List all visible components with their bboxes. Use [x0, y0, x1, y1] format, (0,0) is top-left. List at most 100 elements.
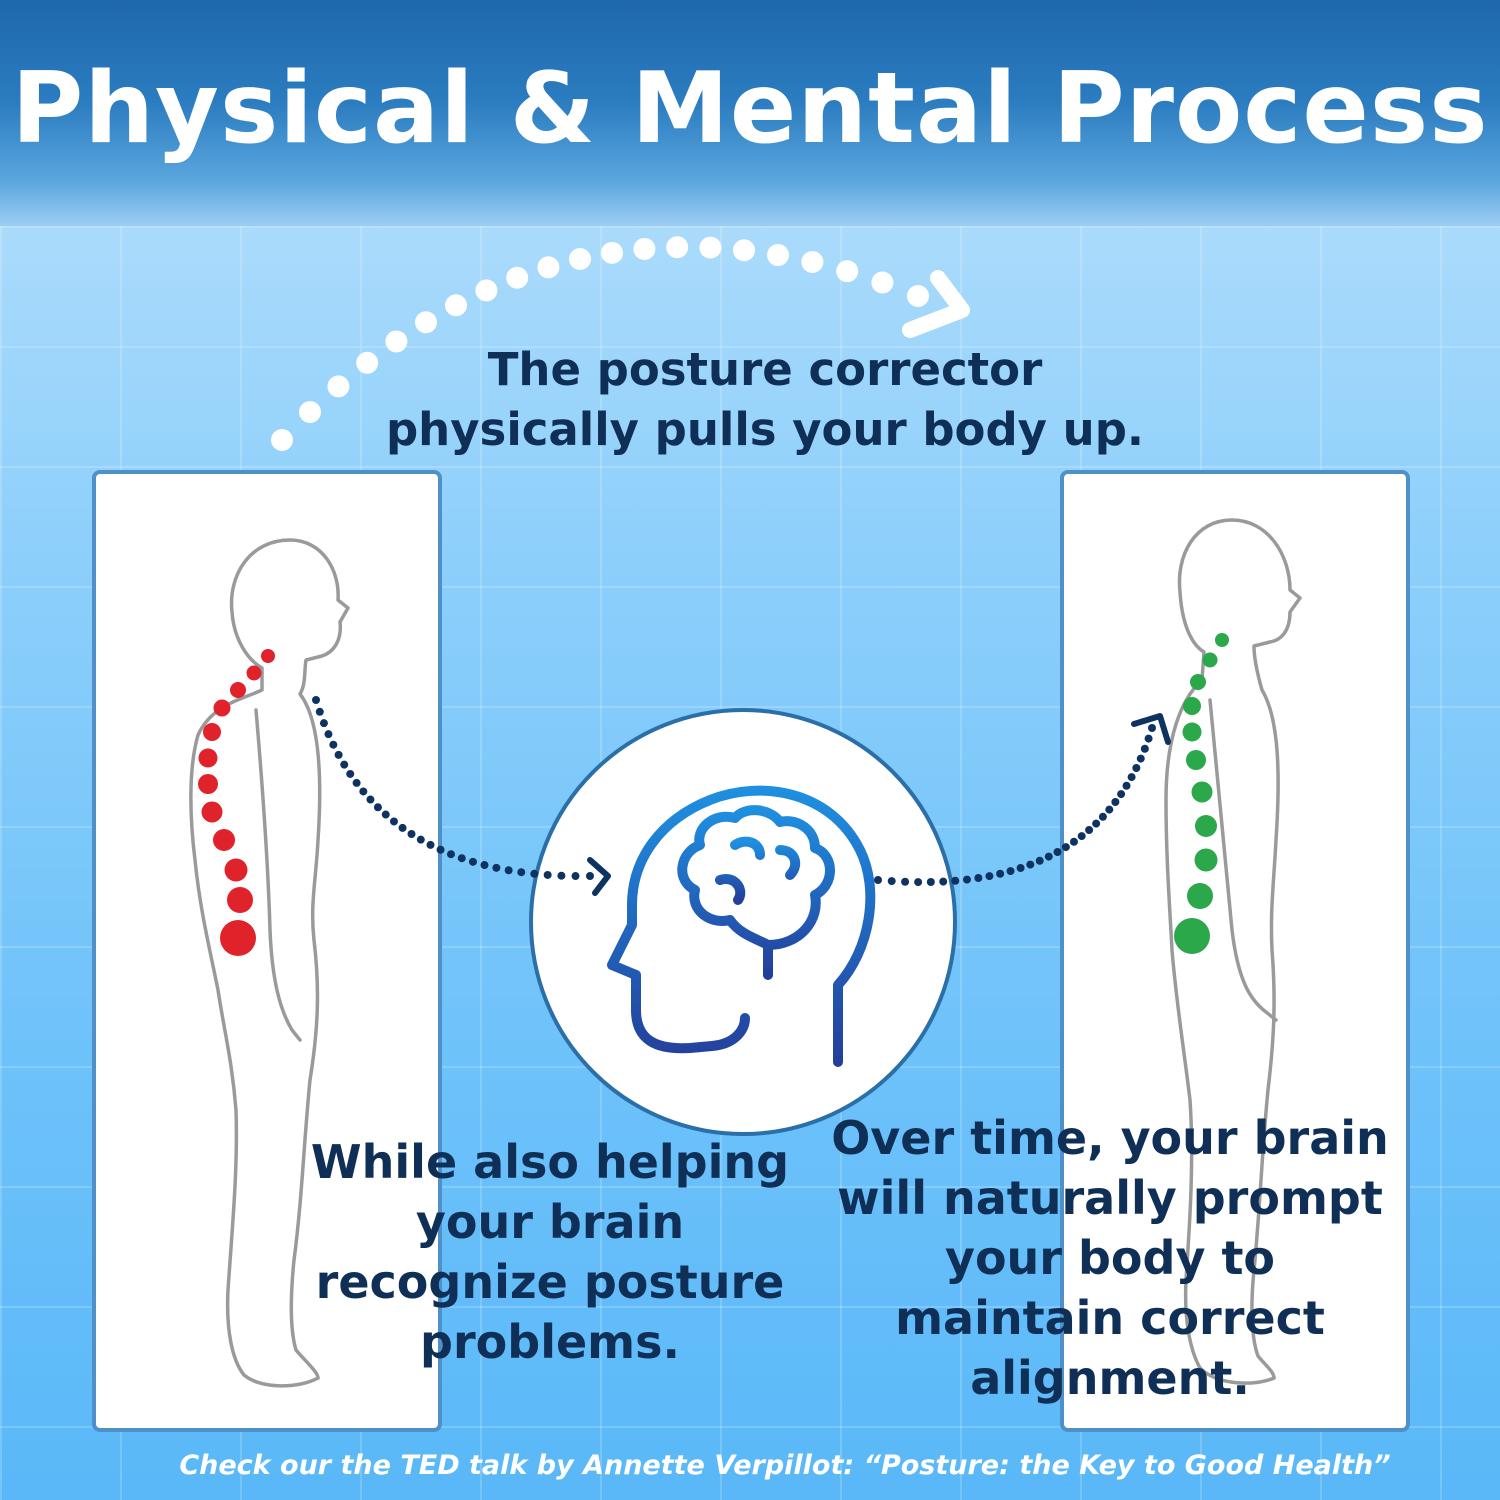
left-arrow-dot — [352, 778, 361, 787]
upright-front-outline — [1230, 518, 1302, 1380]
left-arrow-dot — [468, 857, 477, 866]
left-arrow-dot — [315, 707, 324, 716]
bad-spine-dot — [246, 665, 262, 681]
right-arrow-dot — [1127, 773, 1136, 782]
page-title: Physical & Mental Process — [11, 52, 1489, 166]
step-recognize-text: While also helping your brain recognize … — [310, 1135, 790, 1369]
right-arrow-dot — [1069, 837, 1078, 846]
right-arrow-dot — [914, 878, 923, 887]
top-arc-dot — [385, 330, 408, 353]
right-arrow-dot — [985, 872, 994, 881]
left-arrowhead-icon — [587, 857, 611, 896]
slouched-figure — [189, 538, 350, 1388]
top-arc-dot — [699, 236, 722, 259]
left-arrow-dot — [446, 850, 455, 859]
head-outline — [607, 785, 876, 1067]
top-arc-dot — [767, 244, 789, 267]
good-spine-dot — [1195, 815, 1217, 837]
good-spine-dots — [1174, 633, 1229, 954]
top-arc-dot — [327, 375, 350, 398]
top-arc-dot — [475, 279, 498, 302]
right-arrow-dot — [1140, 744, 1149, 753]
top-arc-dot — [506, 266, 529, 289]
top-arc-arrowhead-icon — [902, 270, 970, 338]
right-arrow-dot — [1077, 832, 1086, 841]
good-spine-dot — [1215, 633, 1229, 647]
bad-spine-dot — [201, 801, 223, 823]
left-arrow-dot — [329, 740, 338, 749]
left-arrow-dot — [398, 823, 407, 832]
slouched-back-outline — [189, 538, 320, 1388]
top-arc-dot — [415, 311, 437, 334]
good-spine-dot — [1174, 918, 1210, 954]
good-spine-dot — [1190, 674, 1206, 690]
good-spine-dot — [1202, 652, 1218, 668]
bad-spine-dot — [213, 829, 235, 851]
good-spine-dot — [1182, 722, 1202, 742]
left-arrow-dot — [416, 835, 425, 844]
left-arrow-dot — [543, 870, 552, 879]
right-arrow-dot — [1092, 819, 1101, 828]
right-arrow-dot — [901, 877, 910, 886]
left-arrow-dot — [381, 810, 390, 819]
bad-spine-dot — [224, 858, 248, 882]
left-arrow-dot — [346, 769, 355, 778]
top-arc-dot — [601, 241, 623, 264]
bad-spine-dots — [198, 649, 275, 956]
right-arrow-dot — [926, 878, 935, 886]
brain-folds — [715, 836, 801, 905]
top-arc-dot — [836, 260, 859, 283]
right-arrow-dot — [974, 874, 983, 882]
right-arrowhead-icon — [1131, 713, 1171, 745]
left-arrow-dot — [389, 817, 398, 826]
bad-spine-dot — [213, 699, 231, 717]
left-arrow-dot — [340, 760, 349, 769]
right-arrow-dot — [1122, 781, 1131, 790]
right-arrow-dot — [1136, 754, 1145, 763]
right-arrow-dot — [962, 875, 971, 884]
bad-posture-panel — [92, 470, 442, 1432]
right-arrow-dot — [1105, 805, 1114, 814]
right-arrow-dot — [1035, 856, 1044, 865]
top-arc-dot — [445, 294, 467, 317]
step-maintain-text: Over time, your brain will naturally pro… — [831, 1111, 1389, 1405]
upright-figure — [1164, 518, 1302, 1385]
left-arrow-dot — [407, 830, 416, 838]
right-arrow-dot — [996, 869, 1005, 878]
right-arrow-dot — [1026, 860, 1035, 869]
left-arrow-dot — [334, 750, 343, 759]
bad-spine-dot — [220, 920, 256, 956]
left-arrow-dot — [324, 730, 333, 739]
slouched-front-outline — [288, 538, 350, 1380]
left-arrow-dot — [373, 803, 382, 812]
left-dotted-arrow — [312, 696, 594, 881]
brain-outline — [677, 805, 835, 980]
left-arrow-dot — [492, 863, 501, 872]
left-arrow-dot — [557, 871, 566, 880]
right-arrow-dot — [1016, 864, 1025, 872]
top-arc-dot — [666, 236, 689, 259]
left-arrow-dot — [312, 696, 320, 704]
left-arrow-dot — [319, 719, 328, 728]
left-arrow-dot — [504, 866, 513, 875]
slouched-arm-outline — [254, 708, 302, 1042]
right-arrow-dot — [939, 877, 948, 886]
left-arrow-dot — [517, 868, 526, 877]
top-arc-dot — [299, 401, 321, 424]
right-arrow-dot — [951, 876, 960, 885]
top-arc-dot — [871, 271, 894, 294]
top-arc-arrow — [271, 236, 970, 451]
top-arc-dot — [537, 256, 560, 279]
bad-spine-dot — [227, 887, 253, 913]
left-arrow-dot — [586, 872, 594, 880]
top-arc-dot — [271, 429, 293, 451]
top-arc-dot — [907, 285, 929, 307]
top-arc-dots — [271, 236, 929, 451]
right-arrow-dot — [1144, 734, 1153, 743]
footer-credit: Check our the TED talk by Annette Verpil… — [179, 1450, 1391, 1481]
bad-spine-dot — [198, 748, 218, 768]
bad-spine-dot — [261, 649, 275, 663]
upright-back-outline — [1164, 518, 1276, 1385]
top-arc-dot — [801, 251, 824, 274]
